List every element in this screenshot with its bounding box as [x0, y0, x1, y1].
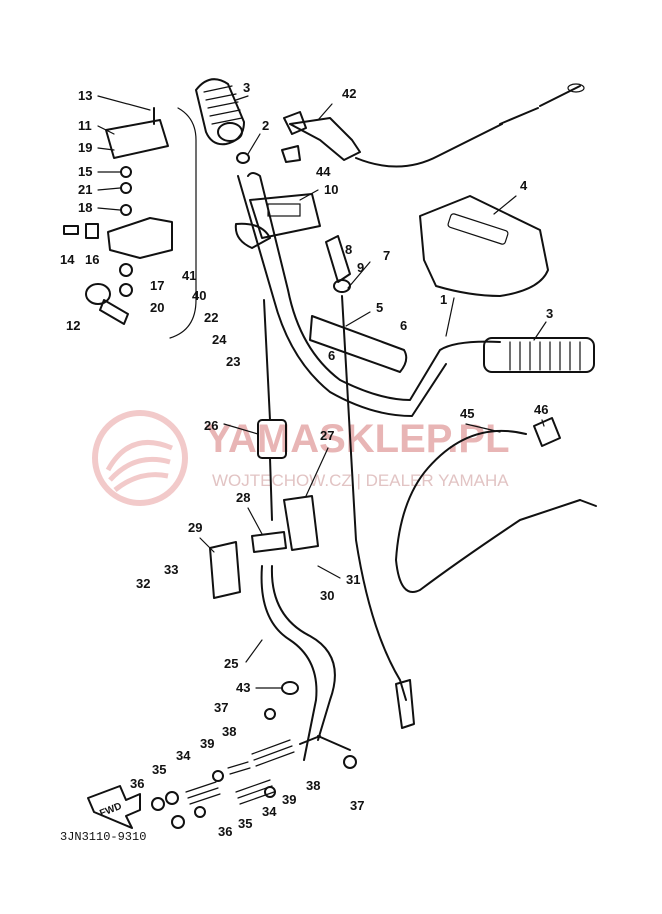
callout-36a: 36 [130, 776, 144, 791]
handlebar-cover [419, 195, 549, 297]
callout-14: 14 [60, 252, 75, 267]
callout-19: 19 [78, 140, 92, 155]
handlebar-pad-5 [309, 315, 408, 373]
cable-45 [395, 429, 581, 593]
part-46 [533, 417, 561, 447]
callout-3b: 3 [546, 306, 553, 321]
callout-6a: 6 [400, 318, 407, 333]
callout-35a: 35 [152, 762, 166, 777]
callout-23: 23 [226, 354, 240, 369]
callout-37a: 37 [214, 700, 228, 715]
callout-27: 27 [320, 428, 334, 443]
callout-38a: 38 [222, 724, 236, 739]
callout-31: 31 [346, 572, 360, 587]
leader-lines [97, 95, 547, 689]
watermark-logo [92, 410, 188, 506]
callout-26: 26 [204, 418, 218, 433]
throttle-assembly [281, 83, 585, 168]
callout-2: 2 [262, 118, 269, 133]
watermark-subtitle: WOJTECHOW.CZ | DEALER YAMAHA [212, 471, 509, 490]
callout-30: 30 [320, 588, 334, 603]
cable-25b [270, 565, 336, 741]
fwd-label: FWD [98, 801, 123, 820]
callout-21: 21 [78, 182, 92, 197]
lever-assembly [209, 299, 319, 599]
callout-1: 1 [440, 292, 447, 307]
callout-24: 24 [212, 332, 227, 347]
callout-38b: 38 [306, 778, 320, 793]
callout-39a: 39 [200, 736, 214, 751]
callout-13: 13 [78, 88, 92, 103]
callout-37b: 37 [350, 798, 364, 813]
left-grip [195, 78, 245, 146]
callout-39b: 39 [282, 792, 296, 807]
callout-5: 5 [376, 300, 383, 315]
callout-45: 45 [460, 406, 474, 421]
callout-10: 10 [324, 182, 338, 197]
callout-4: 4 [520, 178, 528, 193]
callout-46: 46 [534, 402, 548, 417]
ring-2 [236, 152, 250, 164]
callout-32: 32 [136, 576, 150, 591]
callout-34a: 34 [176, 748, 191, 763]
switch-group-bracket [169, 107, 197, 339]
choke-cable [341, 295, 407, 701]
callout-34b: 34 [262, 804, 277, 819]
part-code: 3JN3110-9310 [60, 830, 146, 844]
callout-40: 40 [192, 288, 206, 303]
callout-43: 43 [236, 680, 250, 695]
callout-25: 25 [224, 656, 238, 671]
callout-28: 28 [236, 490, 250, 505]
callout-41: 41 [182, 268, 196, 283]
callout-35b: 35 [238, 816, 252, 831]
switch-housing-parts [63, 107, 173, 325]
cable-25a [260, 565, 318, 761]
callout-44: 44 [316, 164, 331, 179]
callout-11: 11 [78, 118, 92, 133]
callout-36b: 36 [218, 824, 232, 839]
callout-6b: 6 [328, 348, 335, 363]
choke-lever [325, 235, 351, 283]
callout-22: 22 [204, 310, 218, 325]
callout-12: 12 [66, 318, 80, 333]
watermark-title: YAMASKLEP.PL [205, 417, 510, 461]
callout-16: 16 [85, 252, 99, 267]
callout-3a: 3 [243, 80, 250, 95]
callout-18: 18 [78, 200, 92, 215]
callout-42: 42 [342, 86, 356, 101]
callout-15: 15 [78, 164, 92, 179]
callout-17: 17 [150, 278, 164, 293]
callout-7: 7 [383, 248, 390, 263]
callout-20: 20 [150, 300, 164, 315]
callout-8: 8 [345, 242, 352, 257]
right-grip [483, 337, 595, 373]
handlebar [247, 172, 501, 401]
callout-29: 29 [188, 520, 202, 535]
callout-labels: 1 2 3 3 4 5 6 6 7 8 9 10 11 12 13 14 15 … [60, 80, 553, 839]
left-switch [234, 193, 321, 249]
front-direction-arrow: FWD [87, 785, 141, 829]
callout-33: 33 [164, 562, 178, 577]
callout-9: 9 [357, 260, 364, 275]
